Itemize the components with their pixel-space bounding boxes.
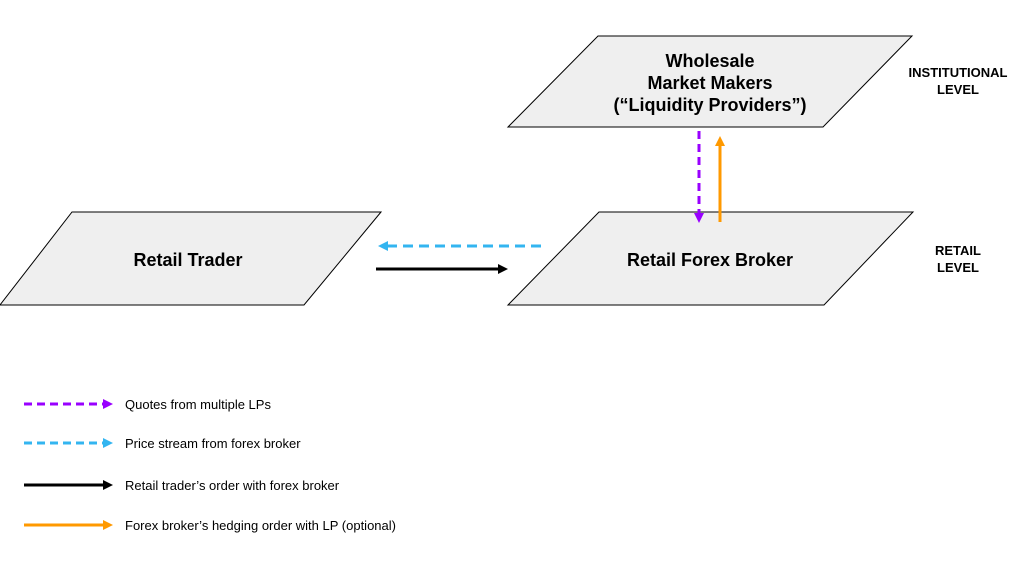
legend-hedging-order-label: Forex broker’s hedging order with LP (op… — [125, 518, 396, 533]
wholesale-label-line1: Wholesale — [665, 51, 754, 71]
retail-level-line2: LEVEL — [937, 260, 979, 275]
legend: Quotes from multiple LPs Price stream fr… — [24, 397, 396, 533]
legend-quotes-label: Quotes from multiple LPs — [125, 397, 271, 412]
legend-trader-order-label: Retail trader’s order with forex broker — [125, 478, 340, 493]
retail-forex-broker-node — [506, 211, 915, 306]
retail-level-line1: RETAIL — [935, 243, 981, 258]
wholesale-market-makers-node — [506, 35, 914, 128]
institutional-level-line1: INSTITUTIONAL — [909, 65, 1008, 80]
retail-trader-label: Retail Trader — [133, 250, 242, 270]
institutional-level-line2: LEVEL — [937, 82, 979, 97]
retail-trader-node — [0, 211, 383, 306]
retail-forex-broker-label: Retail Forex Broker — [627, 250, 793, 270]
wholesale-label-line2: Market Makers — [647, 73, 772, 93]
legend-price-stream-label: Price stream from forex broker — [125, 436, 301, 451]
wholesale-label-line3: (“Liquidity Providers”) — [613, 95, 806, 115]
